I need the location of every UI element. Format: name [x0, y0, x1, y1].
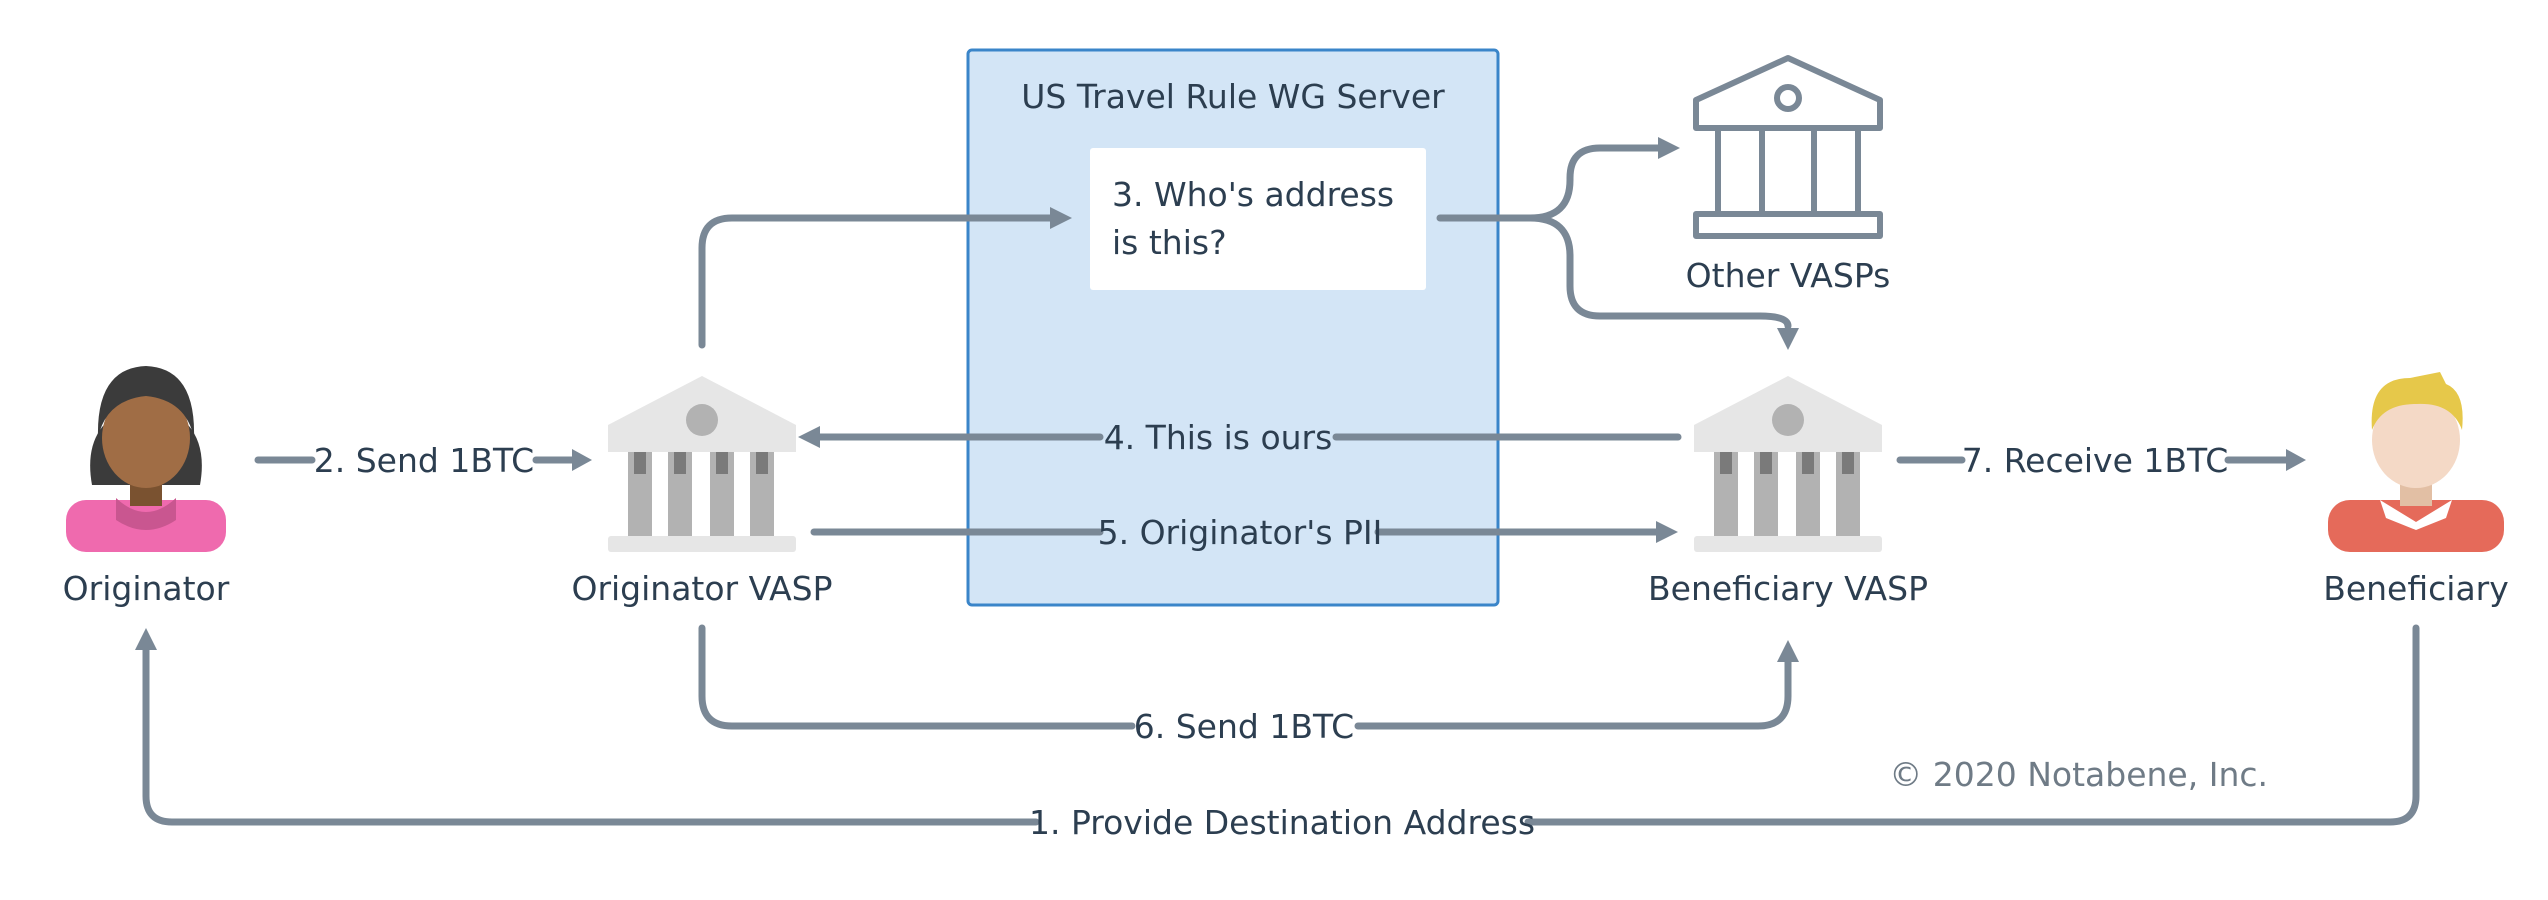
arrow-step7 [1896, 449, 2306, 471]
label-step6: 6. Send 1BTC [1134, 707, 1354, 746]
query-box [1090, 148, 1426, 290]
arrow-step6 [698, 624, 1799, 730]
arrow-broadcast [1436, 137, 1799, 350]
label-originator: Originator [63, 569, 230, 608]
label-beneficiary: Beneficiary [2323, 569, 2509, 608]
originator-vasp-bank-icon [608, 376, 796, 552]
label-step1: 1. Provide Destination Address [1029, 803, 1535, 842]
beneficiary-vasp-bank-icon [1694, 376, 1882, 552]
server-title: US Travel Rule WG Server [1021, 77, 1445, 116]
label-step5: 5. Originator's PII [1098, 513, 1383, 552]
label-originator-vasp: Originator VASP [571, 569, 832, 608]
query-line-2: is this? [1112, 223, 1227, 262]
label-step2: 2. Send 1BTC [314, 441, 534, 480]
arrow-step2 [254, 449, 592, 471]
beneficiary-person-icon [2328, 372, 2504, 552]
query-line-1: 3. Who's address [1112, 175, 1394, 214]
arrow-step5 [810, 521, 1678, 543]
label-step4: 4. This is ours [1104, 418, 1333, 457]
label-step7: 7. Receive 1BTC [1962, 441, 2229, 480]
label-other-vasps: Other VASPs [1686, 256, 1891, 295]
copyright-text: © 2020 Notabene, Inc. [1889, 755, 2268, 794]
label-beneficiary-vasp: Beneficiary VASP [1648, 569, 1928, 608]
originator-person-icon [66, 366, 226, 552]
other-vasps-bank-icon [1693, 55, 1883, 239]
arrow-step1 [135, 624, 2420, 826]
arrow-step4 [798, 426, 1682, 448]
arrow-query [698, 207, 1072, 349]
